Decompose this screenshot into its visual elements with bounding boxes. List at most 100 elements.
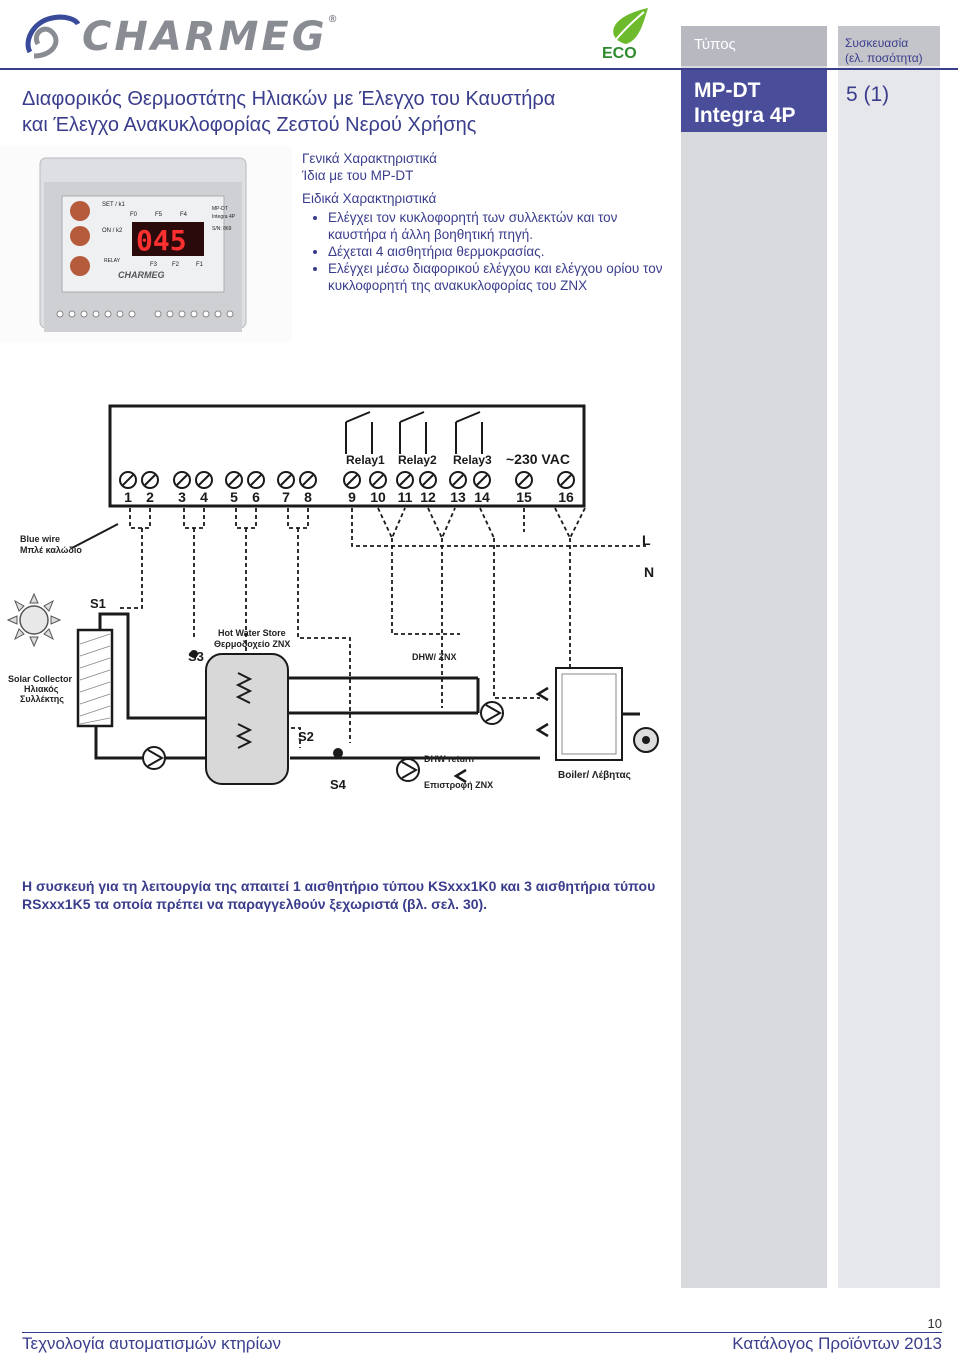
terminal-number: 15	[516, 489, 532, 505]
terminal-number: 9	[348, 489, 356, 505]
charmeg-logo-icon	[25, 14, 81, 59]
quantity-column	[838, 26, 940, 1288]
s2-label: S2	[298, 729, 314, 744]
terminal-number: 11	[398, 489, 413, 505]
terminal-slot	[346, 474, 358, 486]
device-model-tag: MP-DT	[212, 206, 228, 212]
solar-pump-icon	[142, 746, 166, 770]
type-label: Τύπος	[694, 36, 736, 53]
terminal-number: 1	[124, 489, 132, 505]
boiler	[555, 667, 623, 761]
terminal-number: 5	[230, 489, 238, 505]
solar-collector	[76, 628, 114, 728]
package-label: Συσκευασία (ελ. ποσότητα)	[845, 36, 923, 66]
footer-rule	[22, 1332, 942, 1333]
terminal-number: 10	[370, 489, 386, 505]
quantity-header-bg	[838, 26, 940, 66]
terminal-number: 4	[200, 489, 208, 505]
blue-wire-label-gr: Μπλέ καλώδιο	[20, 545, 82, 555]
terminal-slot	[198, 474, 210, 486]
terminal-slot	[250, 474, 262, 486]
features-block: Γενικά Χαρακτηριστικά Ίδια με του MP-DT …	[302, 150, 672, 294]
terminal-slot	[144, 474, 156, 486]
sensor-note: Η συσκευή για τη λειτουργία της απαιτεί …	[22, 878, 656, 912]
quantity-value: 5 (1)	[846, 83, 890, 106]
device-brand: CHARMEG	[118, 270, 165, 280]
device-photo: SET / k1 ON / k2 RELAY F0 F5 F4 045 F3 F…	[0, 146, 292, 342]
terminal-slot	[176, 474, 188, 486]
arrow-icon	[535, 722, 549, 738]
special-list: Ελέγχει τον κυκλοφορητή των συλλεκτών κα…	[302, 209, 672, 294]
store-label: Hot Water Store	[218, 628, 286, 638]
blue-wire-label: Blue wire	[20, 534, 60, 544]
terminal-number: 6	[252, 489, 260, 505]
feature-bullet-3: Ελέγχει μέσω διαφορικού ελέγχου και ελέγ…	[328, 260, 672, 294]
terminal-slot	[518, 474, 530, 486]
type-header-bg	[681, 26, 827, 66]
device-f2-label: F2	[172, 262, 180, 268]
terminal-slot	[399, 474, 411, 486]
device-set-label: SET / k1	[102, 202, 126, 208]
feature-bullet-1: Ελέγχει τον κυκλοφορητή των συλλεκτών κα…	[328, 209, 672, 243]
device-relay-label: RELAY	[104, 258, 121, 264]
package-label-line2: (ελ. ποσότητα)	[845, 51, 923, 65]
eco-text: ECO	[602, 45, 637, 60]
special-heading: Ειδικά Χαρακτηριστικά	[302, 191, 437, 206]
solar-label-gr1: Ηλιακός	[24, 684, 59, 694]
s3-sensor	[190, 650, 198, 658]
footer-right: Κατάλογος Προϊόντων 2013	[732, 1334, 942, 1353]
terminal-slot	[452, 474, 464, 486]
type-column	[681, 26, 827, 1288]
terminal-slot	[560, 474, 572, 486]
solar-label-gr2: Συλλέκτης	[20, 694, 64, 704]
device-f5-label: F5	[155, 212, 163, 218]
model-name-line1: MP-DT	[694, 79, 761, 102]
terminal-slot	[228, 474, 240, 486]
terminal-slot	[280, 474, 292, 486]
arrow-icon	[535, 686, 549, 702]
relay2-label: Relay2	[398, 453, 437, 467]
terminal-number: 16	[558, 489, 574, 505]
store-label-gr: Θερμοδοχείο ΖΝΧ	[214, 639, 290, 649]
title-line1: Διαφορικός Θερμοστάτης Ηλιακών με Έλεγχο…	[22, 88, 556, 110]
hot-water-tank	[205, 653, 289, 785]
eco-leaf-icon: ECO	[602, 8, 648, 60]
terminal-number: 7	[282, 489, 290, 505]
device-f0-label: F0	[130, 212, 138, 218]
boiler-label: Boiler/ Λέβητας	[558, 770, 631, 781]
return-pump-icon	[396, 758, 420, 782]
solar-label: Solar Collector	[8, 674, 73, 684]
terminal-slot	[422, 474, 434, 486]
brand-name: CHARMEG®	[82, 14, 341, 60]
terminal-number: 3	[178, 489, 186, 505]
vac-label: ~230 VAC	[506, 451, 570, 467]
device-f3-label: F3	[150, 262, 158, 268]
device-model-tag2: Integra 4P	[212, 214, 236, 220]
terminal-slot	[372, 474, 384, 486]
page-title: Διαφορικός Θερμοστάτης Ηλιακών με Έλεγχο…	[22, 86, 662, 138]
controller-box	[108, 404, 586, 508]
arrow-icon	[453, 768, 467, 784]
brand-text: CHARMEG	[82, 14, 328, 60]
feature-bullet-2: Δέχεται 4 αισθητήρια θερμοκρασίας.	[328, 243, 672, 260]
terminal-slot	[302, 474, 314, 486]
terminal-slot	[122, 474, 134, 486]
terminal-number: 13	[450, 489, 466, 505]
device-f4-label: F4	[180, 212, 188, 218]
footer-left: Τεχνολογία αυτοματισμών κτηρίων	[22, 1334, 282, 1353]
device-f1-label: F1	[196, 262, 204, 268]
title-line2: και Έλεγχο Ανακυκλοφορίας Ζεστού Νερού Χ…	[22, 114, 477, 136]
brand-reg: ®	[327, 14, 341, 25]
header-rule	[0, 68, 958, 70]
return-label-gr: Επιστροφή ΖΝΧ	[424, 780, 493, 790]
terminal-slot	[476, 474, 488, 486]
s4-sensor	[333, 748, 343, 758]
terminal-number: 8	[304, 489, 312, 505]
N-label: N	[644, 564, 654, 580]
device-sn: S/N: 869	[212, 226, 232, 232]
s1-label: S1	[90, 596, 106, 611]
terminal-number: 14	[474, 489, 490, 505]
model-header-bg	[681, 70, 827, 132]
